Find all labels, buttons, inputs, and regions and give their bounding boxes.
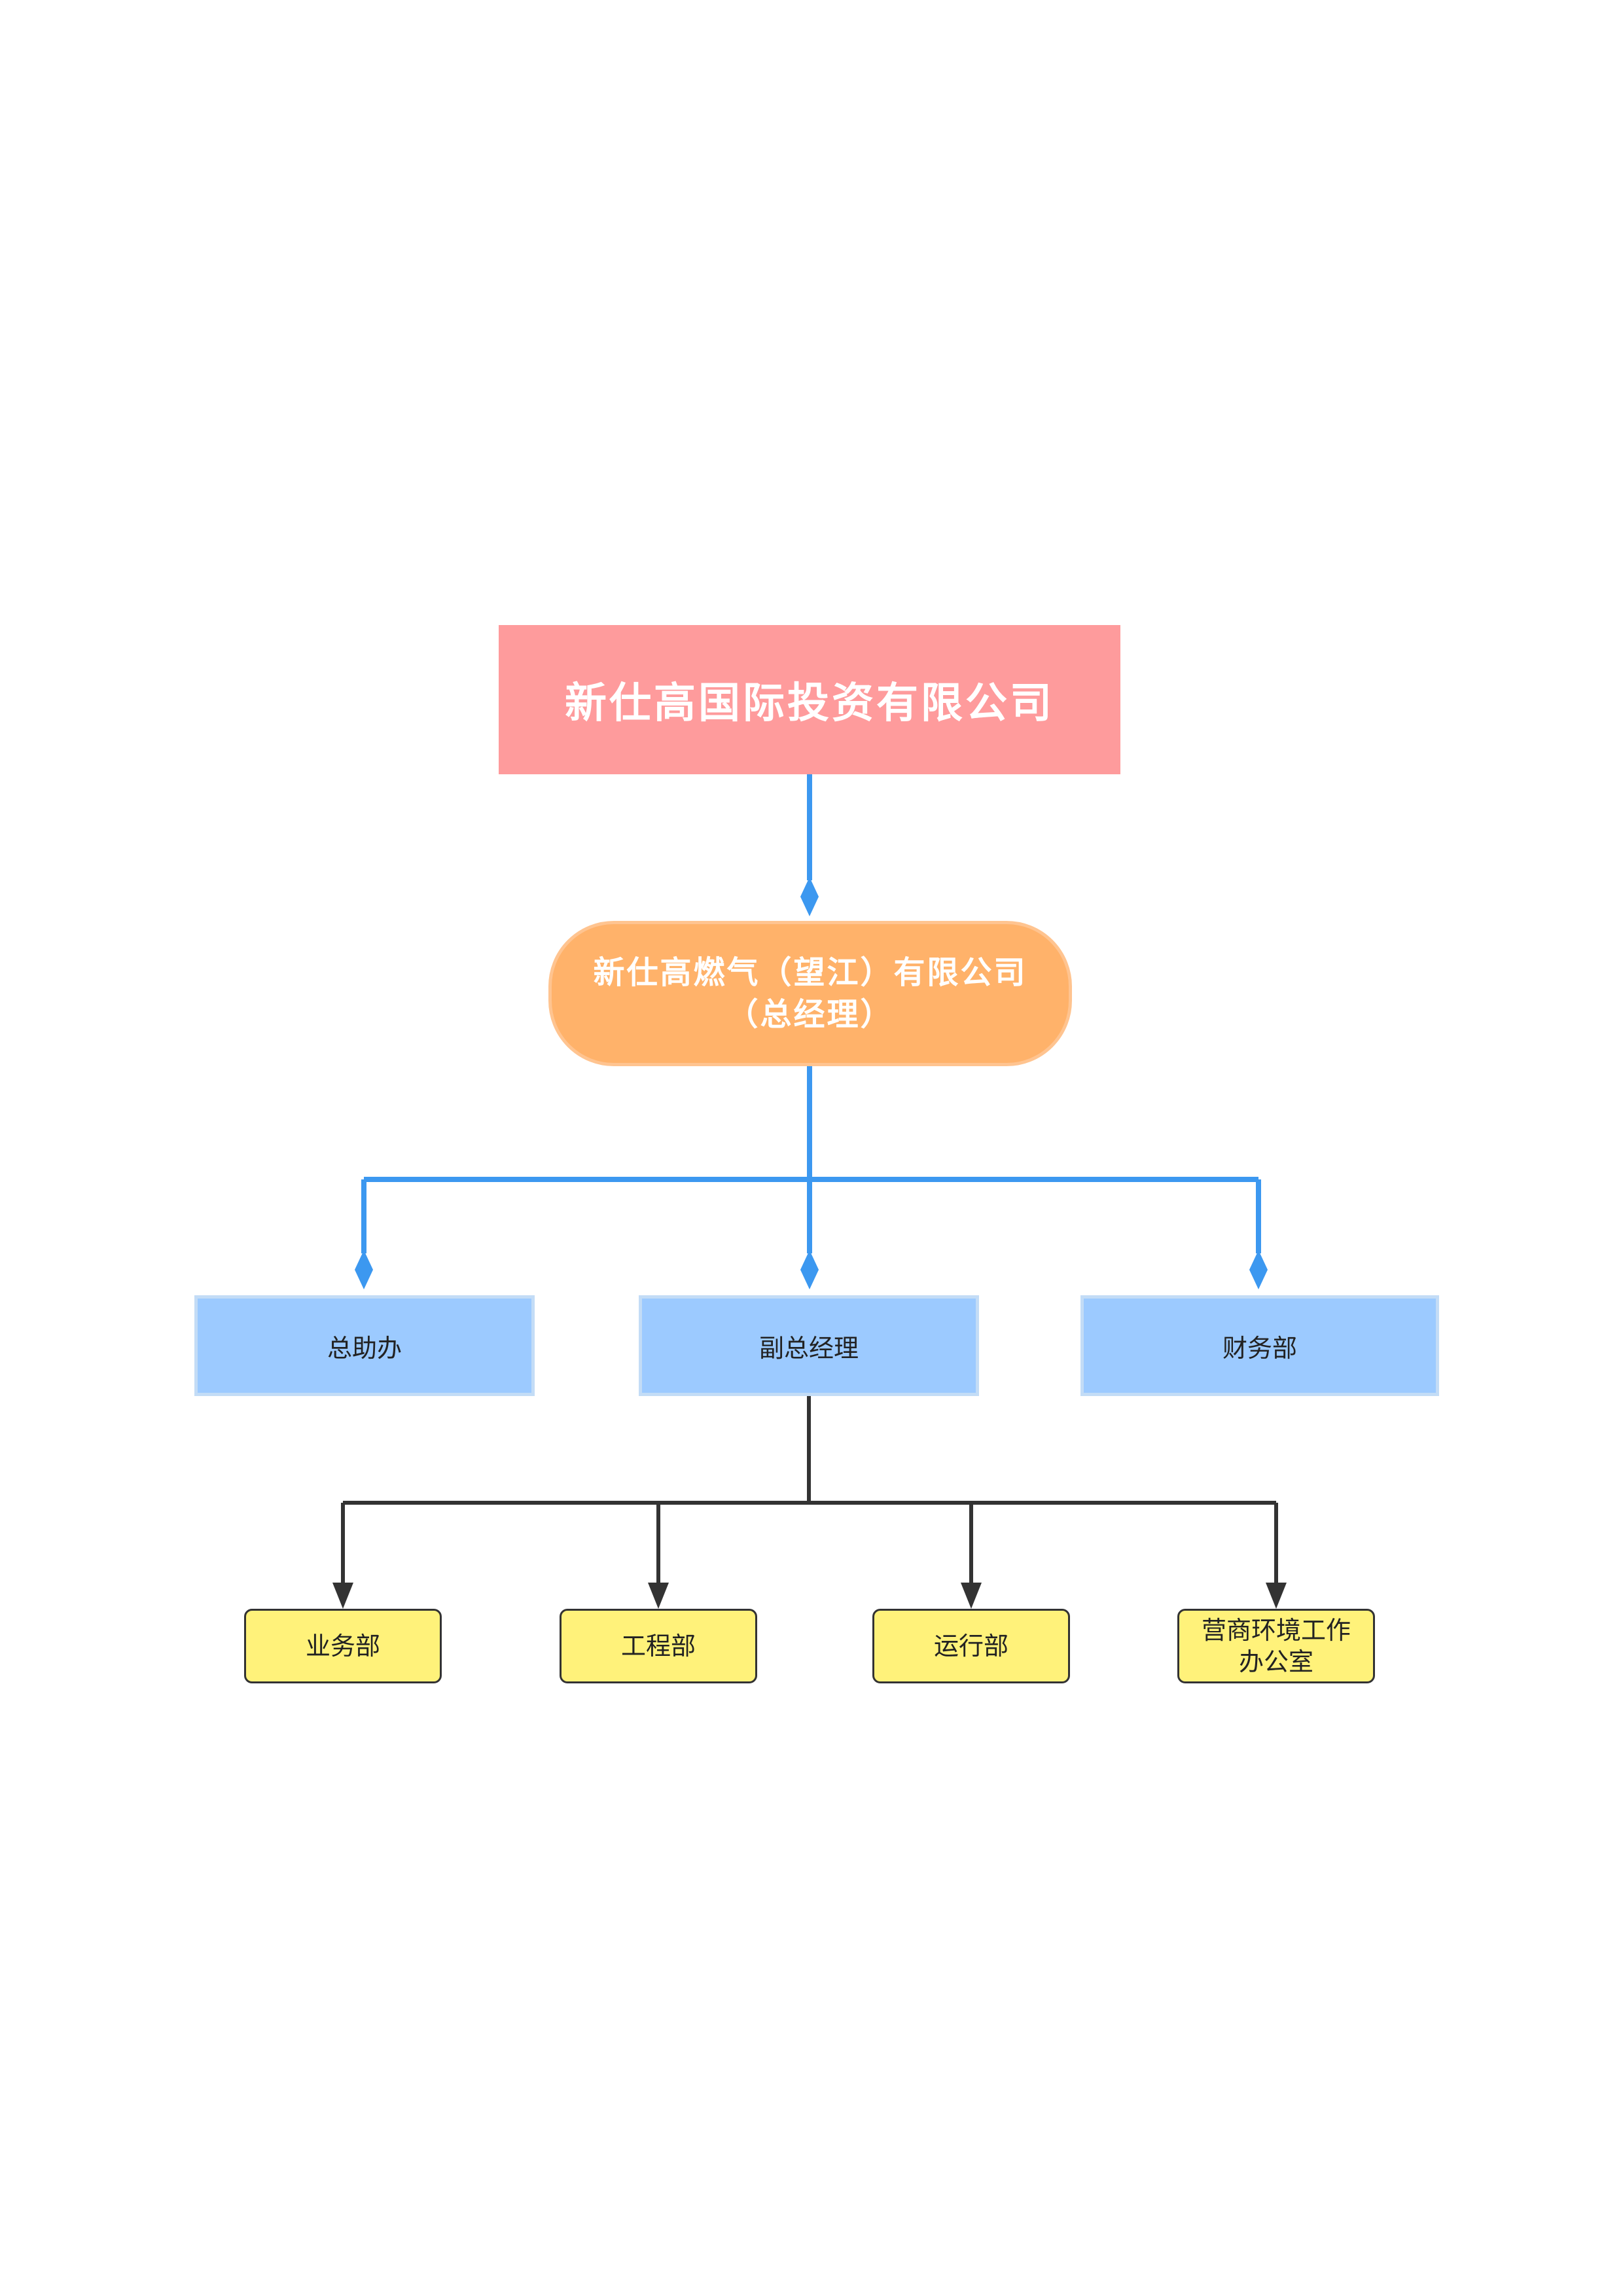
diamond-arrow-dept-right xyxy=(1249,1250,1268,1289)
arrow-head-sub-3 xyxy=(961,1583,982,1609)
node-general-manager-line1: 新仕高燃气（望江）有限公司 xyxy=(593,954,1027,991)
node-finance: 财务部 xyxy=(1080,1295,1439,1396)
node-deputy-gm: 副总经理 xyxy=(639,1295,979,1396)
node-assistant-office-label: 总助办 xyxy=(327,1333,402,1363)
node-business-environment-line2: 办公室 xyxy=(1238,1647,1313,1676)
node-general-manager: 新仕高燃气（望江）有限公司 （总经理） xyxy=(548,921,1072,1066)
node-general-manager-line2: （总经理） xyxy=(726,996,894,1033)
arrow-head-sub-2 xyxy=(648,1583,669,1609)
node-engineering: 工程部 xyxy=(560,1609,757,1683)
arrow-head-sub-4 xyxy=(1266,1583,1287,1609)
diamond-arrow-dept-left xyxy=(355,1250,373,1289)
arrow-head-sub-1 xyxy=(332,1583,353,1609)
node-business-label: 业务部 xyxy=(305,1632,380,1660)
node-operations: 运行部 xyxy=(872,1609,1070,1683)
node-business-environment-line1: 营商环境工作 xyxy=(1201,1616,1351,1645)
node-operations-label: 运行部 xyxy=(933,1632,1008,1660)
node-business: 业务部 xyxy=(244,1609,442,1683)
diamond-arrow-dept-center xyxy=(800,1250,819,1289)
node-deputy-gm-label: 副总经理 xyxy=(758,1333,859,1363)
node-parent-company: 新仕高国际投资有限公司 xyxy=(499,625,1120,774)
node-engineering-label: 工程部 xyxy=(620,1632,696,1660)
node-business-environment: 营商环境工作 办公室 xyxy=(1177,1609,1375,1683)
node-assistant-office: 总助办 xyxy=(194,1295,535,1396)
node-parent-company-label: 新仕高国际投资有限公司 xyxy=(565,679,1054,728)
node-finance-label: 财务部 xyxy=(1222,1333,1297,1363)
diamond-arrow-gm xyxy=(800,877,819,916)
